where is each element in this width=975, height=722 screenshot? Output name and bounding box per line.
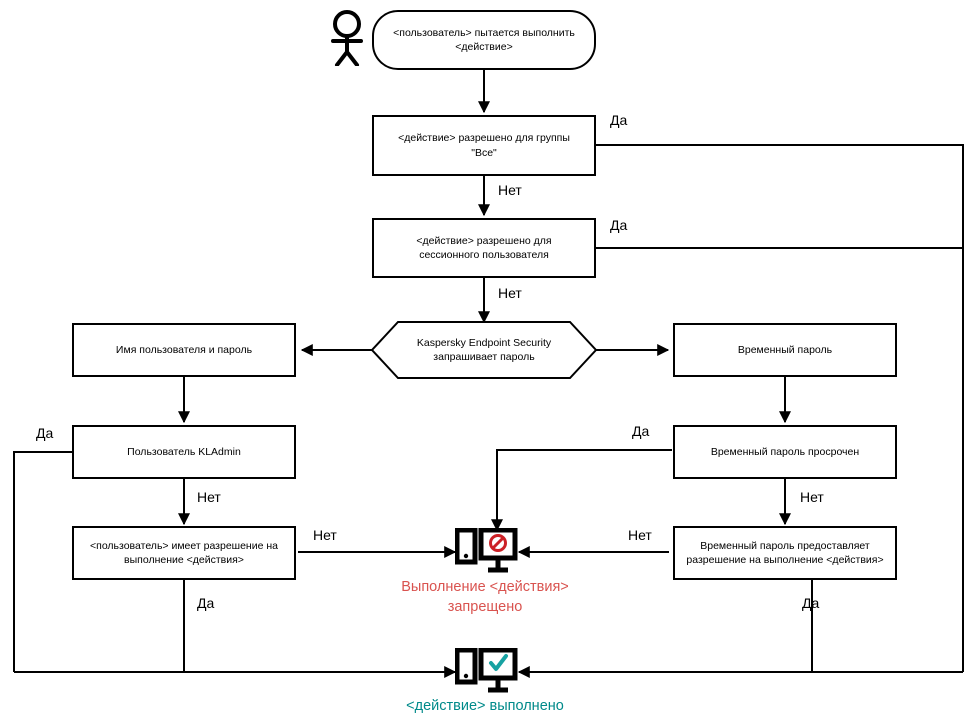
edge-label-session-yes: Да xyxy=(610,217,628,233)
edge-label-kladmin-no: Нет xyxy=(197,489,221,505)
edge-label-expired-no: Нет xyxy=(800,489,824,505)
edge-label-everyone-yes: Да xyxy=(610,112,628,128)
node-temp-password-grants: Временный пароль предоставляет разрешени… xyxy=(673,526,897,580)
node-kladmin-user: Пользователь KLAdmin xyxy=(72,425,296,479)
edge-everyone-yes xyxy=(596,144,964,672)
node-allowed-session-user: <действие> разрешено для сессионного пол… xyxy=(372,218,596,278)
edge-label-everyone-no: Нет xyxy=(498,182,522,198)
edge-label-permission-yes: Да xyxy=(197,595,215,611)
edge-label-grants-no: Нет xyxy=(628,527,652,543)
monitor-check-icon xyxy=(454,647,519,701)
monitor-blocked-icon xyxy=(454,527,519,581)
terminal-label-done: <действие> выполнено xyxy=(406,698,564,714)
person-icon xyxy=(325,10,369,71)
node-temp-password-expired: Временный пароль просрочен xyxy=(673,425,897,479)
terminal-label-denied-line1: Выполнение <действия> xyxy=(401,579,569,595)
node-temp-password: Временный пароль xyxy=(673,323,897,377)
node-username-password: Имя пользователя и пароль xyxy=(72,323,296,377)
node-allowed-everyone: <действие> разрешено для группы "Все" xyxy=(372,115,596,176)
node-user-has-permission: <пользователь> имеет разрешение на выпол… xyxy=(72,526,296,580)
terminal-label-denied-line2: запрещено xyxy=(447,598,523,615)
hexagon-kes-asks-password xyxy=(370,321,598,379)
edge-expired-yes xyxy=(491,449,672,532)
terminal-label-denied: Выполнение <действия> запрещено xyxy=(360,578,610,617)
edge-label-kladmin-yes: Да xyxy=(36,425,54,441)
edge-label-permission-no: Нет xyxy=(313,527,337,543)
edge-label-grants-yes: Да xyxy=(802,595,820,611)
node-start: <пользователь> пытается выполнить <дейст… xyxy=(372,10,596,70)
edge-kladmin-yes xyxy=(13,451,73,672)
edge-label-session-no: Нет xyxy=(498,285,522,301)
edge-label-expired-yes: Да xyxy=(632,423,650,439)
